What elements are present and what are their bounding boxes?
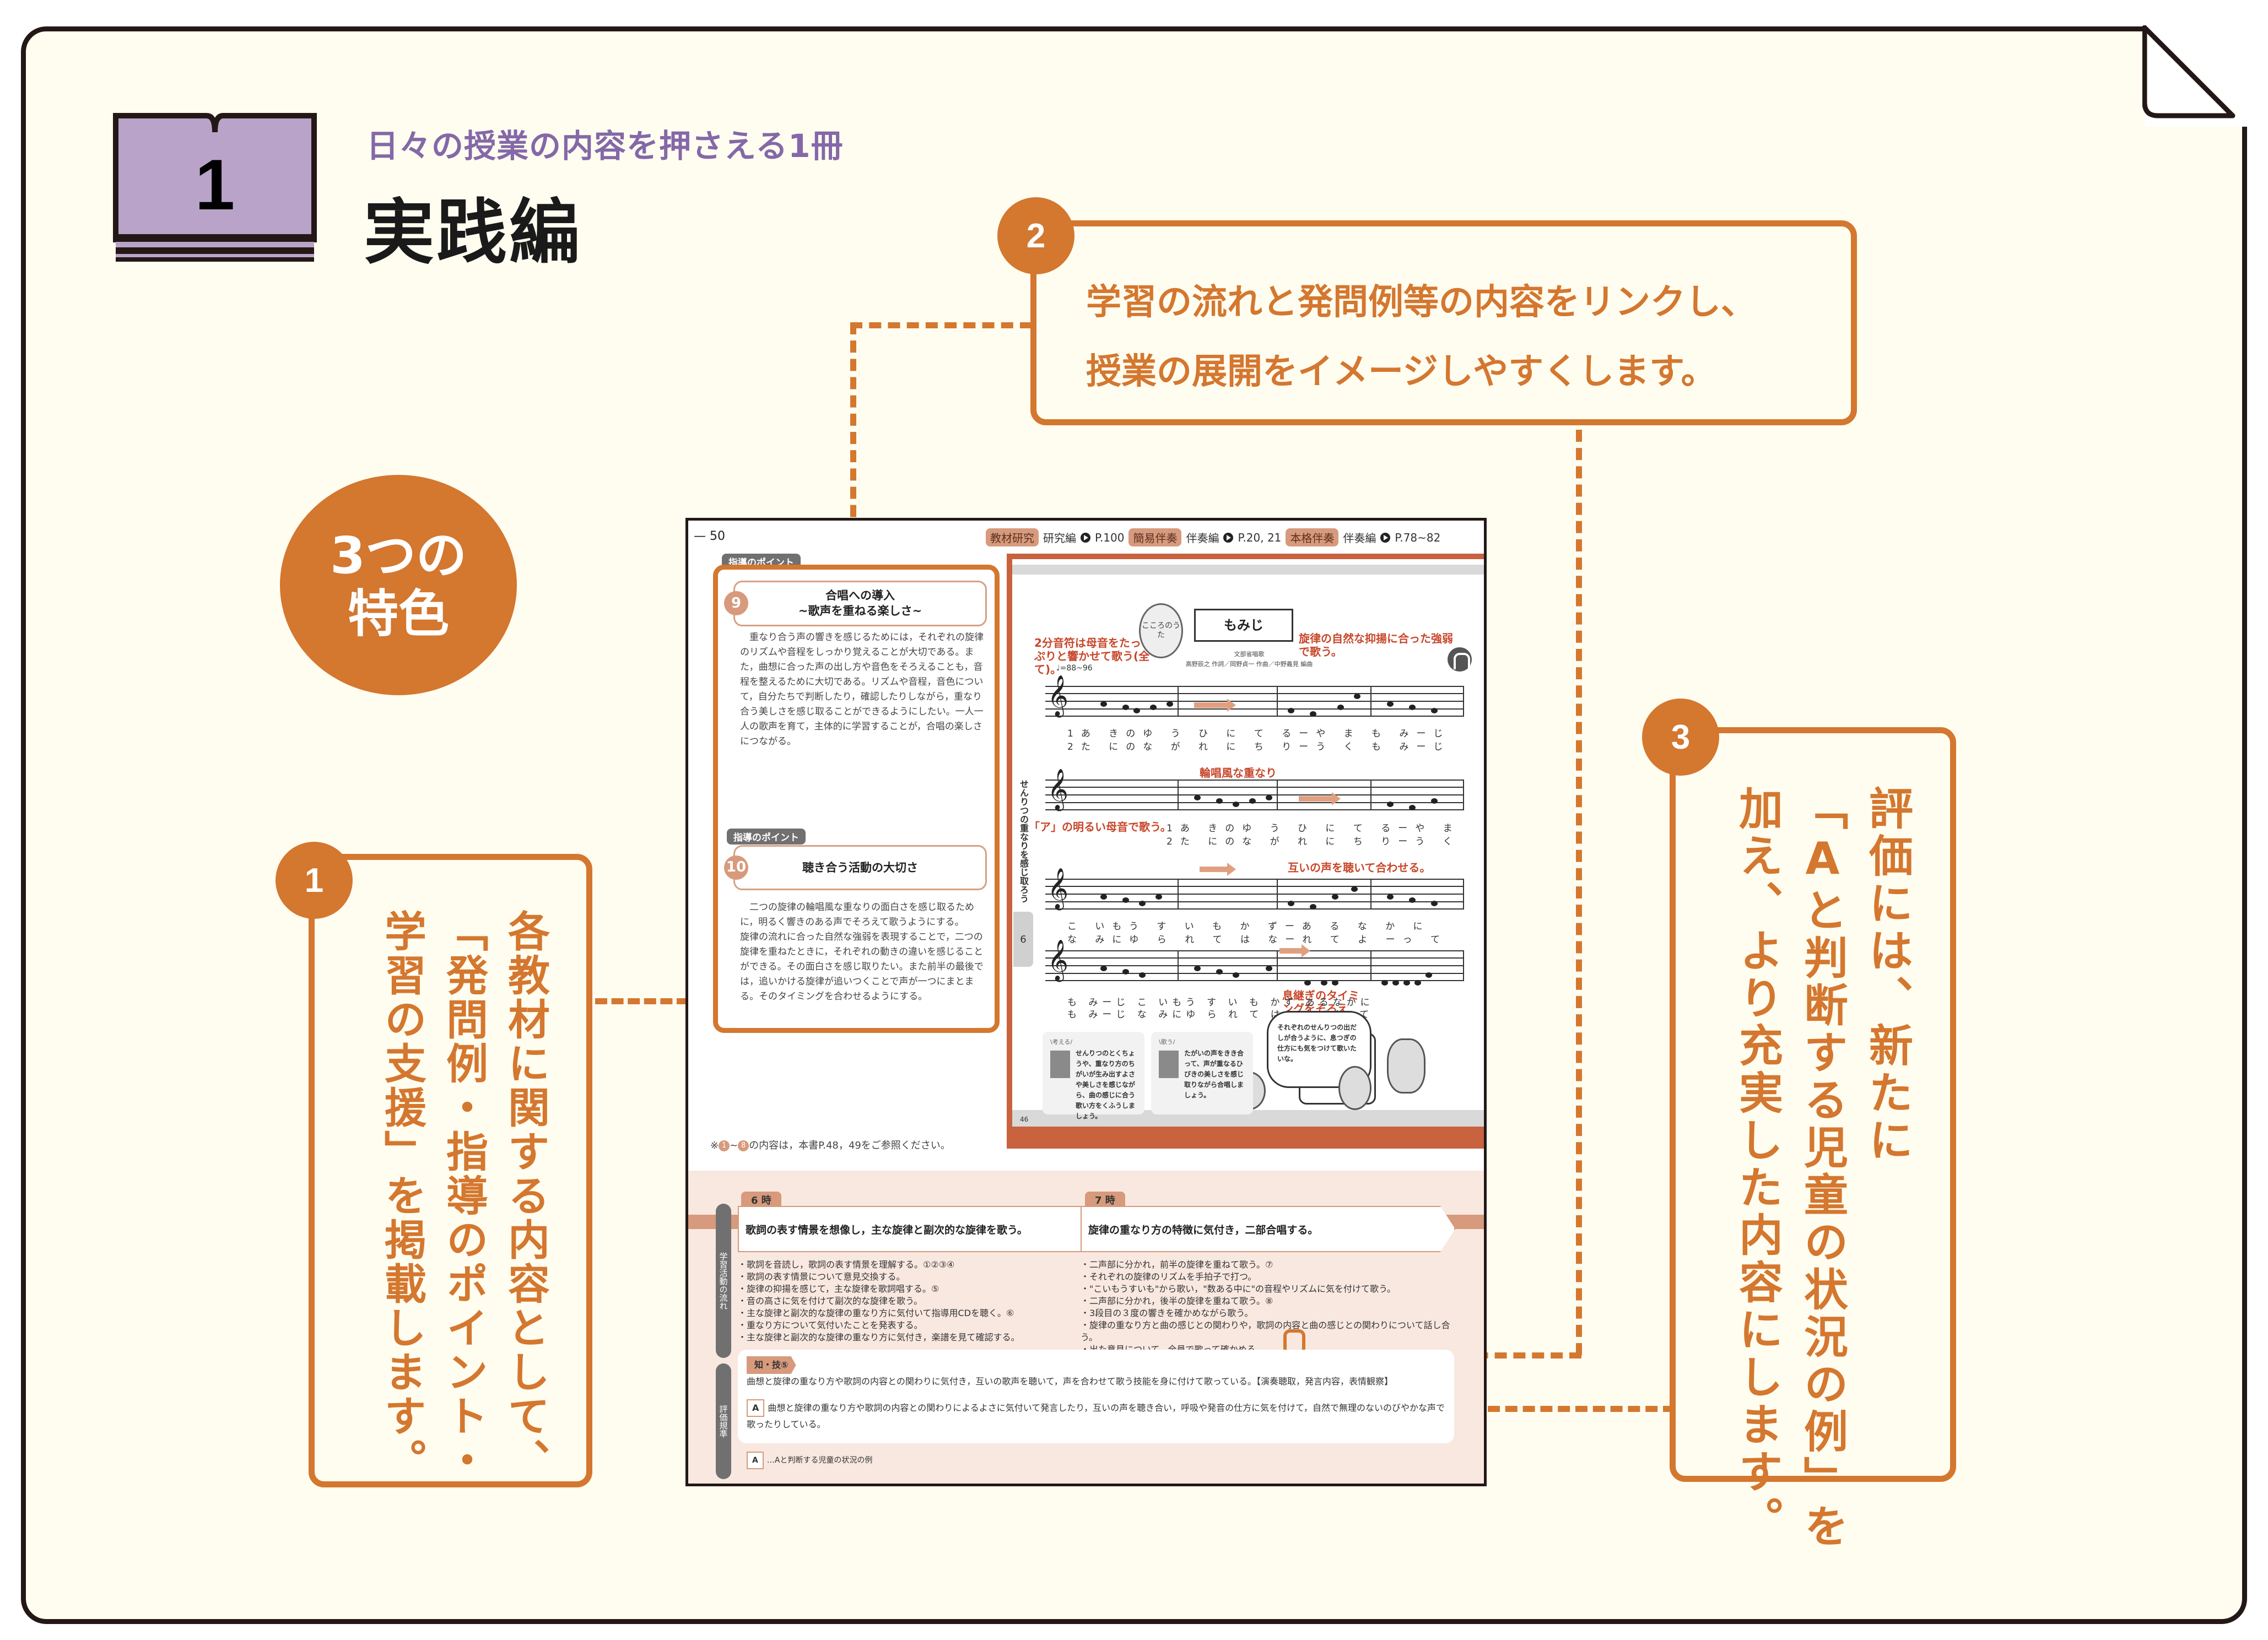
reference-bar: 教材研究 研究編 P.100 簡易伴奏 伴奏編 P.20, 21 本格伴奏 伴奏… bbox=[986, 528, 1440, 546]
knowledge-skill-tag: 知・技⑤ bbox=[747, 1356, 796, 1374]
callout-2: 学習の流れと発問例等の内容をリンクし、 授業の展開をイメージしやすくします。 bbox=[1030, 220, 1857, 425]
lyrics-line: も みーじ こ いもう す い も かず あるなかに bbox=[1067, 997, 1374, 1008]
callout-1-number: 1 bbox=[276, 842, 353, 919]
section-title: 実践編 bbox=[364, 192, 582, 274]
lyrics-line: 2た にのな が れ に ち りーう く も みーじ bbox=[1067, 741, 1451, 753]
callout-3-line3: 加え、より充実した内容にします。 bbox=[1732, 786, 1783, 1544]
callout-1-line2: 「発問例・指導のポイント・ bbox=[439, 910, 488, 1482]
page-number: — 50 bbox=[694, 529, 725, 543]
tempo-marking: ♩=88~96 bbox=[1056, 664, 1093, 673]
connector-2-vertical bbox=[850, 322, 856, 554]
point-heading-9: 9 合唱への導入 ~歌声を重ねる楽しさ~ bbox=[724, 581, 987, 626]
point-body-10: 二つの旋律の輪唱風な重なりの面白さを感じ取るために，明るく響きのある声でそろえて… bbox=[740, 902, 984, 1002]
evaluation-label: 評価規準 bbox=[716, 1363, 731, 1479]
play-arrow-icon bbox=[1380, 532, 1391, 543]
treble-clef-icon: 𝄞 bbox=[1047, 940, 1068, 981]
goal-6: 歌詞の表す情景を想像し，主な旋律と副次的な旋律を歌う。 bbox=[738, 1206, 1113, 1252]
section-number: 1 bbox=[195, 144, 235, 225]
kokoro-no-uta-badge: こころのうた bbox=[1139, 603, 1183, 658]
lyrics-line: こ いもう す い も か ずーあ る な か に bbox=[1067, 921, 1430, 932]
song-title: もみじ bbox=[1194, 609, 1293, 642]
activity-think: \考える/ せんりつのとくちょうや、重なり方のちがいが生み出すよさや美しさを感じ… bbox=[1043, 1032, 1144, 1120]
teaching-points-box: 9 合唱への導入 ~歌声を重ねる楽しさ~ 重なり合う声の響きを感じるためには，そ… bbox=[713, 565, 1000, 1033]
callout-2-line2: 授業の展開をイメージしやすくします。 bbox=[1086, 351, 1716, 392]
boy-illustration bbox=[1338, 1066, 1371, 1110]
callout-2-number: 2 bbox=[997, 197, 1074, 274]
annotation: 2分音符は母音をたっぷりと響かせて歌う(全て)。 bbox=[1034, 636, 1150, 676]
callout-3-line1: 評価には、新たに bbox=[1862, 786, 1913, 1165]
point-heading-10: 10 聴き合う活動の大切さ bbox=[724, 845, 987, 890]
speech-person-icon bbox=[1050, 1051, 1070, 1078]
treble-clef-icon: 𝄞 bbox=[1047, 675, 1068, 716]
activity-list-7: 二声部に分かれ，前半の旋律を重ねて歌う。⑦ それぞれの旋律のリズムを手拍子で打つ… bbox=[1081, 1259, 1455, 1368]
song-credit: 文部省唱歌 高野辰之 作詞／岡野貞一 作曲／中野義見 編曲 bbox=[1185, 651, 1313, 668]
features-line1: 3つの bbox=[330, 526, 467, 586]
unit-number: 6 bbox=[1013, 912, 1033, 967]
open-book-icon bbox=[113, 113, 317, 262]
headphone-icon bbox=[1448, 647, 1472, 672]
hour-tag-7: 7 時 bbox=[1085, 1192, 1125, 1207]
flow-label: 学習活動の流れ bbox=[716, 1204, 731, 1358]
connector-2-right-vertical bbox=[1576, 430, 1582, 1355]
goal-7: 旋律の重なり方の特徴に気付き，二部合唱する。 bbox=[1081, 1206, 1455, 1252]
annotation: 旋律の自然な抑揚に合った強弱で歌う。 bbox=[1299, 632, 1453, 658]
annotation: 輪唱風な重なり bbox=[1200, 766, 1277, 780]
lesson-flow: 学習活動の流れ 評価規準 6 時 歌詞の表す情景を想像し，主な旋律と副次的な旋律… bbox=[688, 1171, 1484, 1484]
music-staff: 𝄞 bbox=[1045, 678, 1464, 717]
a-legend: A…Aと判断する児童の状況の例 bbox=[747, 1452, 872, 1469]
callout-1: 各教材に関する内容として、 「発問例・指導のポイント・ 学習の支援」を掲載します… bbox=[309, 854, 592, 1487]
unit-title: せんりつの重なりを感じ取ろう bbox=[1018, 780, 1029, 903]
music-staff: 𝄞 bbox=[1045, 943, 1464, 986]
point-number: 10 bbox=[724, 856, 748, 880]
callout-3-line2: 「Aと判断する児童の状況の例」を bbox=[1797, 786, 1848, 1551]
callout-1-line1: 各教材に関する内容として、 bbox=[501, 910, 550, 1482]
callout-3: 評価には、新たに 「Aと判断する児童の状況の例」を 加え、より充実した内容にしま… bbox=[1670, 727, 1956, 1551]
connector-2-horizontal bbox=[850, 322, 1032, 328]
connector-1 bbox=[595, 998, 689, 1004]
three-features-badge: 3つの 特色 bbox=[280, 475, 517, 695]
annotation: 互いの声を聴いて合わせる。 bbox=[1288, 861, 1431, 874]
music-staff: 𝄞 bbox=[1045, 772, 1464, 810]
activity-list-6: 歌詞を音読し，歌詞の表す情景を理解する。①②③④ 歌詞の表す情景について意見交換… bbox=[738, 1259, 1101, 1344]
music-staff: 𝄞 bbox=[1045, 863, 1464, 910]
ref-tag: 簡易伴奏 bbox=[1128, 528, 1182, 546]
sample-page: — 50 教材研究 研究編 P.100 簡易伴奏 伴奏編 P.20, 21 本格… bbox=[685, 518, 1487, 1486]
ref-tag: 教材研究 bbox=[986, 528, 1039, 546]
features-line2: 特色 bbox=[347, 584, 449, 643]
play-arrow-icon bbox=[1223, 532, 1234, 543]
point-body-9: 重なり合う声の響きを感じるためには，それぞれの旋律のリズムや音程をしっかり覚える… bbox=[740, 632, 984, 747]
callout-2-line1: 学習の流れと発問例等の内容をリンクし、 bbox=[1086, 282, 1756, 323]
activity-sing: \歌う/ たがいの声をきき合って、声が重なるひびきの美しさを感じ取りながら合唱し… bbox=[1151, 1032, 1253, 1114]
lyrics-line: 1あ きのゆ う ひ に て るーや ま も みーじ bbox=[1067, 728, 1451, 739]
speech-bubble: それぞれのせんりつの出だしが合うように、息つぎの仕方にも気をつけて歌いたいな。 bbox=[1267, 1011, 1371, 1088]
treble-clef-icon: 𝄞 bbox=[1047, 769, 1068, 810]
callout-1-line3: 学習の支援」を掲載します。 bbox=[377, 910, 426, 1482]
treble-clef-icon: 𝄞 bbox=[1047, 868, 1068, 909]
textbook-page-number: 46 bbox=[1020, 1116, 1029, 1123]
annotation: 「ア」の明るい母音で歌う。 bbox=[1029, 820, 1171, 833]
folded-corner-icon bbox=[2142, 25, 2235, 118]
hour-tag-6: 6 時 bbox=[741, 1192, 781, 1207]
point-label: 指導のポイント bbox=[727, 829, 806, 845]
lyrics-line: 1あ きのゆ う ひ に て るーや ま bbox=[1167, 823, 1460, 834]
character-illustration bbox=[1387, 1038, 1425, 1094]
ref-tag: 本格伴奏 bbox=[1286, 528, 1339, 546]
point-number: 9 bbox=[724, 591, 748, 616]
a-judgement-tag: A bbox=[747, 1399, 765, 1417]
teaching-points-column: 指導のポイント 9 合唱への導入 ~歌声を重ねる楽しさ~ 重なり合う声の響きを感… bbox=[713, 554, 1000, 1424]
music-note-person-icon bbox=[1159, 1051, 1179, 1078]
section-subtitle: 日々の授業の内容を押さえる1冊 bbox=[366, 127, 844, 165]
connector-3 bbox=[1488, 1406, 1675, 1412]
play-arrow-icon bbox=[1081, 532, 1090, 543]
callout-3-number: 3 bbox=[1642, 699, 1719, 776]
evaluation-box: 知・技⑤曲想と旋律の重なり方や歌詞の内容との関わりに気付き，互いの歌声を聴いて，… bbox=[738, 1350, 1454, 1443]
lyrics-line: な みにゆ ら れ て は なーれ て よ ーっ て bbox=[1067, 934, 1448, 945]
lyrics-line: 2た にのな が れ に ち りーう く bbox=[1167, 836, 1460, 847]
